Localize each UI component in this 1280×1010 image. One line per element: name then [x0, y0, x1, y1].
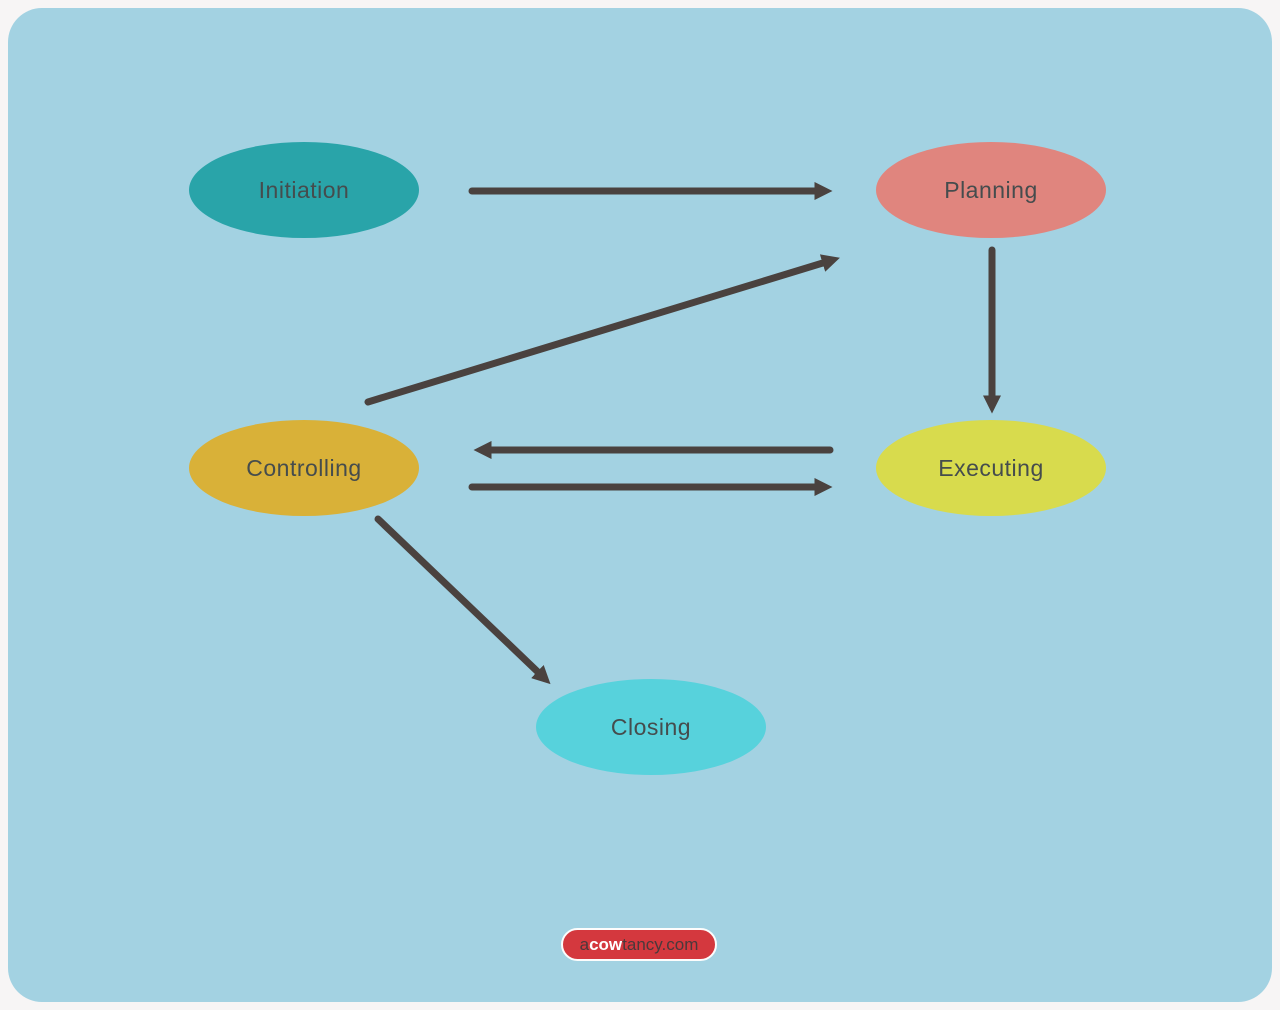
badge-text-prefix: a [579, 934, 590, 954]
node-closing: Closing [536, 679, 766, 775]
node-executing-label: Executing [938, 454, 1044, 481]
node-planning: Planning [876, 142, 1106, 238]
node-executing: Executing [876, 420, 1106, 516]
badge-text-suffix: tancy.com [622, 934, 699, 954]
node-planning-label: Planning [944, 176, 1038, 203]
node-initiation: Initiation [189, 142, 419, 238]
node-controlling-label: Controlling [246, 454, 362, 481]
node-initiation-label: Initiation [258, 176, 350, 203]
diagram-canvas [8, 8, 1272, 1002]
node-closing-label: Closing [610, 713, 692, 740]
node-controlling: Controlling [189, 420, 419, 516]
badge-text-bold: cow [589, 934, 623, 954]
